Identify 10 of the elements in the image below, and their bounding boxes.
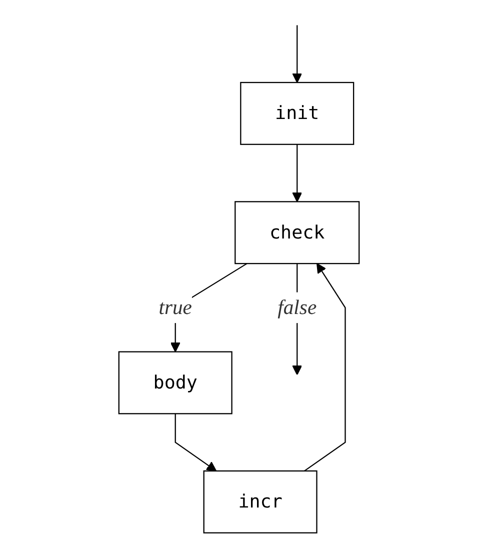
arrow [304, 263, 346, 472]
arrow [292, 144, 302, 202]
node-box: incr [203, 470, 318, 534]
node-box: init [240, 82, 354, 145]
arrow [292, 25, 302, 83]
node-box: check [234, 201, 360, 264]
edge-label: false [278, 296, 317, 319]
arrow [174, 414, 217, 472]
edge-label: true [158, 296, 192, 319]
node-box: body [118, 351, 232, 414]
